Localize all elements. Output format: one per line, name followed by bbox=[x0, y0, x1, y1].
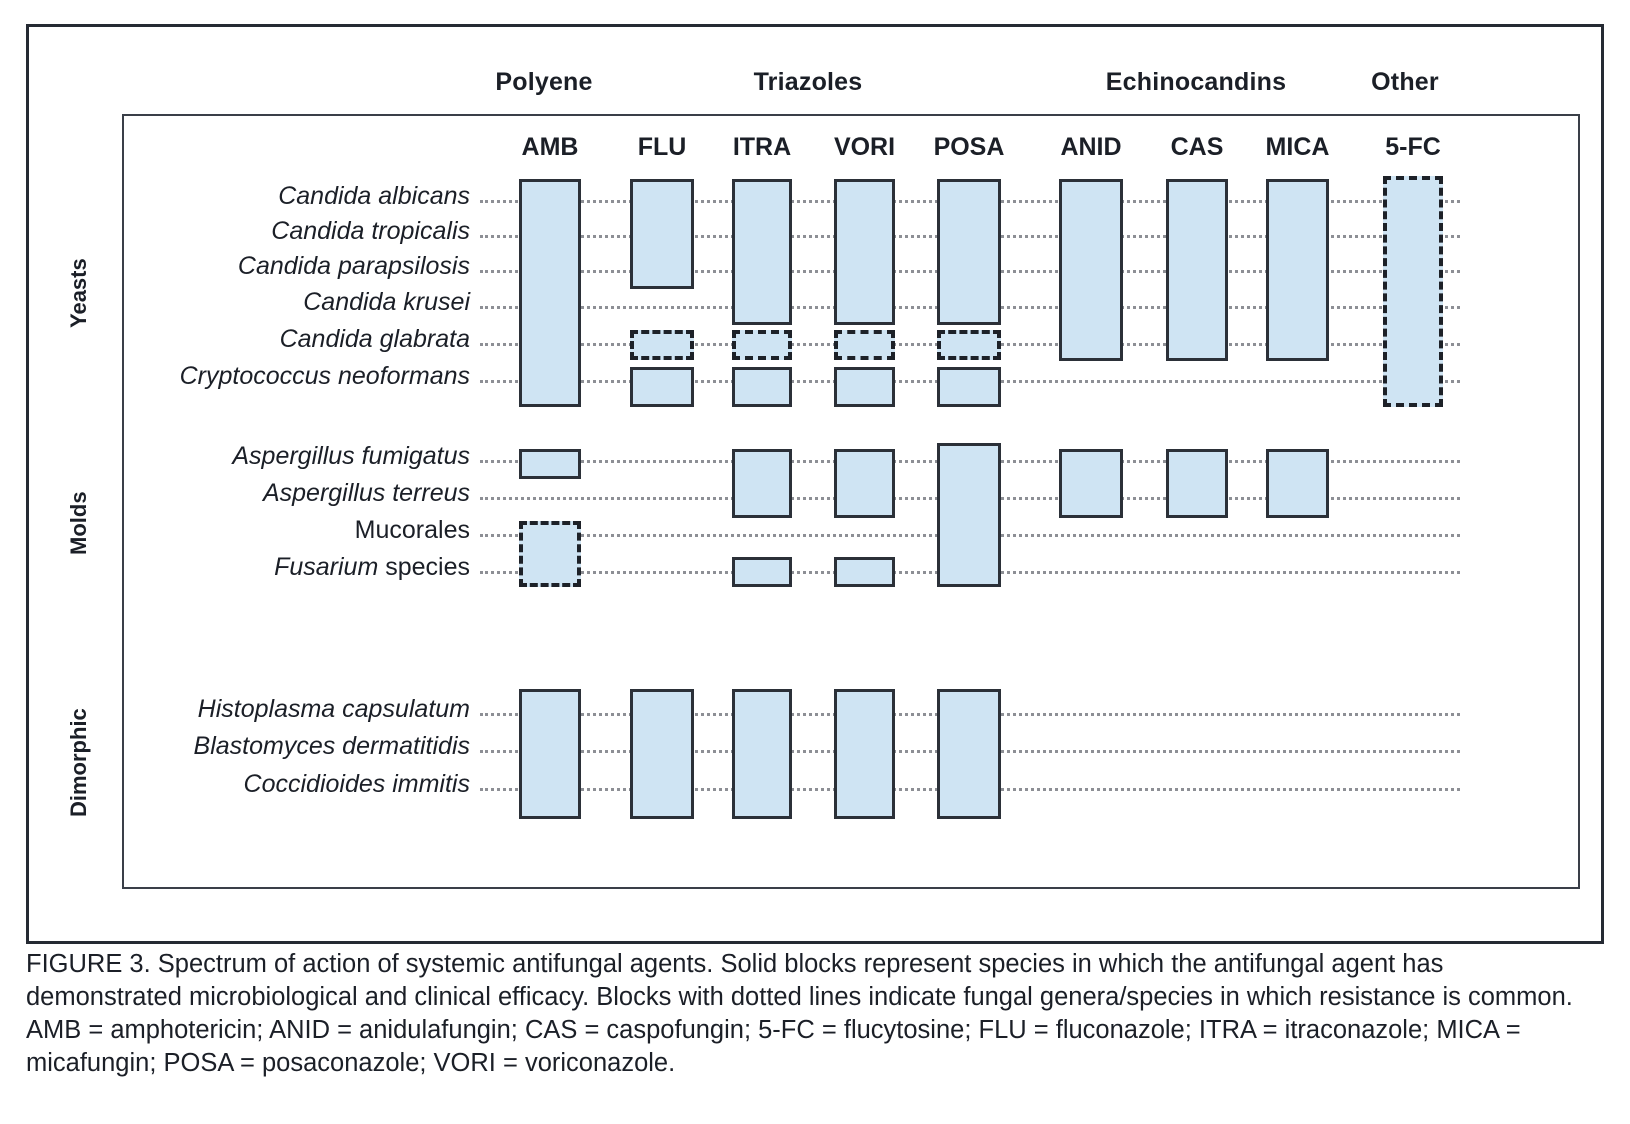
activity-block-flu-yeasts bbox=[630, 367, 694, 407]
activity-block-vori-yeasts bbox=[834, 367, 895, 407]
activity-block-anid-molds bbox=[1059, 449, 1123, 518]
drug-column-header-cas: CAS bbox=[1170, 133, 1224, 161]
activity-block-amb-molds bbox=[519, 449, 581, 479]
activity-block-amb-yeasts bbox=[519, 179, 581, 407]
activity-block-posa-dimorphic bbox=[937, 689, 1001, 819]
activity-block-posa-yeasts bbox=[937, 330, 1001, 360]
activity-block-posa-molds bbox=[937, 443, 1001, 587]
drug-column-header-mica: MICA bbox=[1265, 133, 1330, 161]
figure-caption: FIGURE 3. Spectrum of action of systemic… bbox=[26, 950, 1573, 1078]
activity-block-vori-molds bbox=[834, 449, 895, 518]
activity-block-cas-molds bbox=[1166, 449, 1228, 518]
species-row-label: Mucorales bbox=[354, 516, 470, 544]
activity-block-amb-molds bbox=[519, 521, 581, 587]
activity-block-vori-molds bbox=[834, 557, 895, 587]
species-row-label: Candida albicans bbox=[278, 182, 470, 210]
activity-block-5-fc-yeasts bbox=[1383, 176, 1443, 407]
activity-block-vori-yeasts bbox=[834, 179, 895, 325]
species-row-label: Blastomyces dermatitidis bbox=[193, 732, 470, 760]
activity-block-flu-yeasts bbox=[630, 179, 694, 289]
species-row-label: Coccidioides immitis bbox=[243, 770, 470, 798]
activity-block-amb-dimorphic bbox=[519, 689, 581, 819]
activity-block-itra-yeasts bbox=[732, 179, 792, 325]
activity-block-itra-molds bbox=[732, 449, 792, 518]
species-row-label: Aspergillus fumigatus bbox=[232, 442, 470, 470]
activity-block-mica-yeasts bbox=[1266, 179, 1329, 361]
species-row-label: Fusarium species bbox=[274, 553, 470, 581]
species-row-label: Candida tropicalis bbox=[271, 217, 470, 245]
drug-class-header: Other bbox=[1371, 68, 1439, 96]
activity-block-flu-yeasts bbox=[630, 330, 694, 360]
drug-column-header-itra: ITRA bbox=[732, 133, 792, 161]
activity-block-posa-yeasts bbox=[937, 179, 1001, 325]
activity-block-posa-yeasts bbox=[937, 367, 1001, 407]
activity-block-itra-yeasts bbox=[732, 330, 792, 360]
drug-column-header-anid: ANID bbox=[1060, 133, 1122, 161]
drug-column-header-posa: POSA bbox=[933, 133, 1005, 161]
drug-class-header: Polyene bbox=[495, 68, 593, 96]
drug-class-header: Echinocandins bbox=[1105, 68, 1287, 96]
activity-block-itra-yeasts bbox=[732, 367, 792, 407]
species-row-label: Histoplasma capsulatum bbox=[197, 695, 470, 723]
activity-block-anid-yeasts bbox=[1059, 179, 1123, 361]
activity-block-cas-yeasts bbox=[1166, 179, 1228, 361]
activity-block-mica-molds bbox=[1266, 449, 1329, 518]
species-row-label: Cryptococcus neoformans bbox=[179, 362, 470, 390]
species-row-label: Candida glabrata bbox=[279, 325, 470, 353]
drug-column-header-vori: VORI bbox=[833, 133, 896, 161]
drug-column-header-amb: AMB bbox=[521, 133, 579, 161]
activity-block-itra-dimorphic bbox=[732, 689, 792, 819]
activity-block-flu-dimorphic bbox=[630, 689, 694, 819]
drug-column-header-flu: FLU bbox=[637, 133, 687, 161]
activity-block-vori-yeasts bbox=[834, 330, 895, 360]
species-row-label: Candida parapsilosis bbox=[237, 252, 470, 280]
activity-block-itra-molds bbox=[732, 557, 792, 587]
drug-class-header: Triazoles bbox=[753, 68, 863, 96]
species-row-label: Candida krusei bbox=[303, 288, 470, 316]
drug-column-header-5-fc: 5-FC bbox=[1385, 133, 1441, 161]
species-row-label: Aspergillus terreus bbox=[262, 479, 470, 507]
activity-block-vori-dimorphic bbox=[834, 689, 895, 819]
